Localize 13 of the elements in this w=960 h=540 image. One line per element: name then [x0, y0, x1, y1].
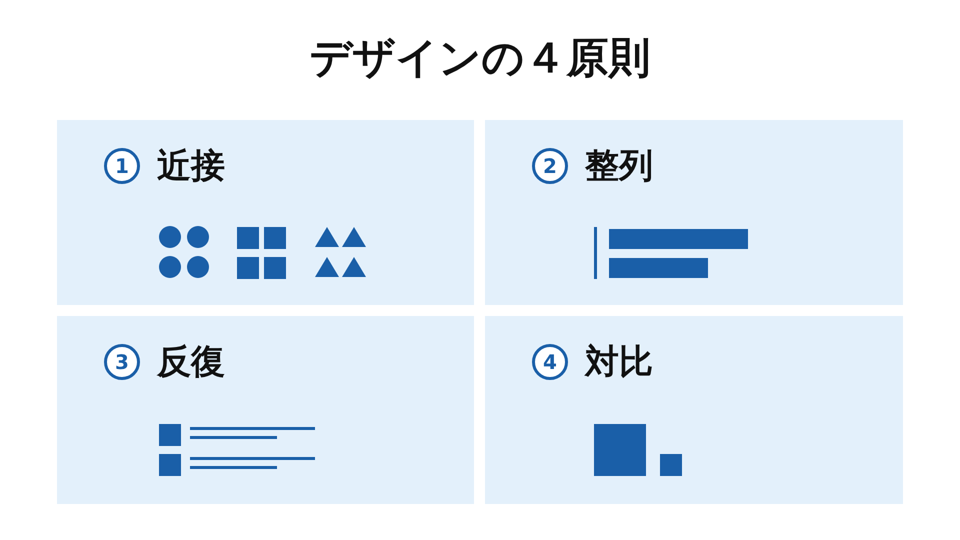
card-heading: 整列 [585, 146, 653, 186]
card-heading: 対比 [585, 342, 653, 382]
title: デザインの４原則 [310, 32, 650, 84]
card [57, 120, 474, 305]
number-badge: 4 [532, 344, 568, 380]
number-badge: 2 [532, 148, 568, 184]
card-heading: 近接 [157, 146, 225, 186]
card [485, 120, 903, 305]
card [485, 316, 903, 504]
number-badge: 3 [104, 344, 140, 380]
number-badge: 1 [104, 148, 140, 184]
card [57, 316, 474, 504]
card-heading: 反復 [157, 342, 225, 382]
